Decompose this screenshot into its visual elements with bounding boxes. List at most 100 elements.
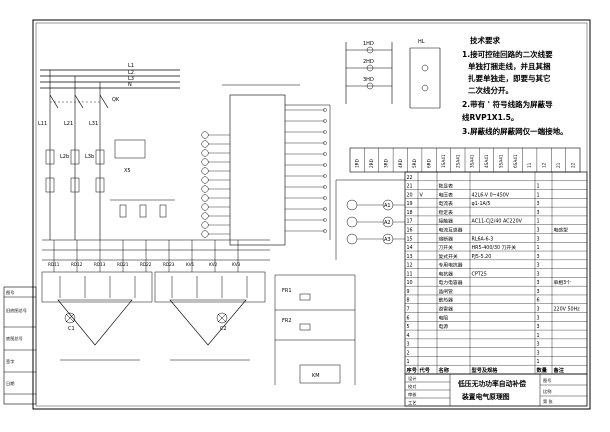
parts-cell-qty: 3: [537, 254, 540, 260]
parts-cell-note: 220V 50Hz: [554, 307, 581, 313]
thyristor-label: RD23: [163, 262, 175, 267]
terminal-header-label: 4RD: [398, 159, 403, 168]
capacitor-label: C2: [220, 326, 227, 332]
bus-label: L3: [128, 76, 134, 82]
qk-label: QK: [112, 97, 120, 103]
terminal-header-label: 4SA41: [484, 154, 489, 168]
parts-col-header: 序号: [407, 366, 417, 374]
parts-cell-qty: 3: [537, 210, 540, 216]
notes-line: 3.屏蔽线的屏蔽网仅一端接地。: [462, 126, 568, 136]
parts-cell-spec: RL6A-6-3: [472, 236, 494, 242]
pin-terminal: [323, 163, 327, 167]
thyristor-module-right: C2: [154, 271, 266, 361]
title-block-cell: 第 张: [543, 398, 554, 405]
terminal-header-label: 1RD: [355, 159, 360, 168]
thyristor-module-left: C1: [41, 271, 153, 361]
terminal-circle: [201, 212, 209, 220]
parts-cell-spec: AC11-CJ2/40 AC220V: [472, 219, 523, 225]
terminal-header-label: 11: [527, 162, 532, 168]
main-bus: L1 L2 L3 N: [40, 63, 180, 89]
terminal-header-label: 6RD: [427, 159, 432, 168]
pin-terminal: [323, 108, 327, 112]
left-strip-cell: 旧底图总号: [6, 307, 27, 314]
parts-col-header: 型号及规格: [472, 366, 499, 374]
meter-label: A1: [384, 203, 391, 209]
parts-cell-qty: 1: [537, 333, 540, 339]
parts-cell-qty: 3: [537, 236, 540, 242]
terminal-circle: [201, 167, 209, 175]
parts-cell-qty: 3: [537, 280, 540, 286]
title-block-cell: 设计: [408, 375, 416, 382]
parts-cell-qty: 1: [537, 184, 540, 190]
terminal-circle: [201, 221, 209, 229]
parts-cell-no: 15: [407, 236, 413, 242]
parts-cell-spec: φ1-1A/5: [472, 201, 491, 207]
lamp-label: HL: [418, 39, 425, 45]
parts-cell-no: 22: [407, 175, 413, 181]
parts-cell-no: 9: [407, 289, 410, 295]
parts-col-header: 数量: [537, 366, 548, 374]
thyristor-label: RD22: [140, 262, 152, 267]
pin-terminal: [323, 207, 327, 211]
parts-cell-name: 电源: [439, 323, 449, 330]
parts-cell-qty: 3: [537, 263, 540, 269]
lamp-label: 1HD: [363, 41, 374, 47]
terminal-header-label: 22: [570, 162, 575, 168]
notes-line: 二次线分开。: [468, 85, 513, 95]
parts-col-header: 备注: [553, 366, 565, 374]
technical-notes: 技术要求 1.接可控硅回路的二次线要 单独打捆走线，并且其捆 扎要单独走，即要与…: [462, 35, 568, 136]
title-block-cell: 审核: [408, 391, 417, 398]
parts-cell-qty: 3: [537, 201, 540, 207]
capacitor-label: C1: [68, 326, 75, 332]
parts-cell-qty: 6: [537, 298, 540, 304]
parts-cell-name: 电流互感器: [439, 226, 463, 233]
terminal-header-label: 1SA41: [441, 154, 446, 168]
left-strip-cell: 图号: [6, 290, 14, 296]
title-block: 设计 校对 审核 工艺 低压无功功率自动补偿 装置电气原理图 图号 比例 第 张: [404, 373, 588, 407]
parts-cell-name: 接触器: [439, 218, 454, 225]
parts-cell-name: 稳定表: [439, 209, 454, 216]
notes-line: 2.带有 ' 符号线路为屏蔽导: [462, 99, 553, 109]
parts-cell-no: 7: [407, 307, 410, 313]
pin-terminal: [323, 196, 327, 200]
meter-label: A2: [384, 220, 391, 226]
terminal-circle: [201, 140, 209, 148]
parts-cell-qty: 3: [537, 289, 540, 295]
parts-cell-qty: 3: [537, 324, 540, 330]
terminal-circle: [201, 230, 209, 238]
parts-cell-qty: 3: [537, 342, 540, 348]
parts-cell-name: 专用电抗器: [439, 262, 463, 269]
parts-cell-no: 13: [407, 254, 413, 260]
parts-cell-no: 4: [407, 333, 410, 339]
thyristor-label: RD13: [94, 262, 106, 267]
notes-line: 扎要单独走，即要与其它: [468, 73, 551, 83]
terminal-circle: [201, 203, 209, 211]
notes-line: 线RVP1X1.5。: [462, 112, 518, 122]
parts-cell-spec: PJ5-5.20: [472, 254, 492, 260]
parts-cell-no: 14: [407, 245, 413, 251]
terminal-header-label: 3SA41: [470, 154, 475, 168]
bus-label: L2: [128, 70, 134, 76]
parts-cell-no: 18: [407, 210, 413, 216]
fuse-label: L2b: [60, 154, 69, 160]
terminal-header-label: 5RD: [412, 159, 417, 168]
parts-cell-sym: V: [420, 192, 424, 198]
terminal-circle: [201, 176, 209, 184]
parts-cell-no: 16: [407, 227, 413, 233]
parts-cell-no: 11: [407, 271, 413, 277]
pin-terminal: [323, 119, 327, 123]
terminal-header-label: 12: [542, 162, 547, 168]
terminal-circle: [201, 185, 209, 193]
terminal-column: [201, 131, 230, 238]
parts-col-header: 代号: [419, 366, 430, 374]
bus-label: L1: [128, 63, 134, 69]
parts-cell-note: 单相3个: [554, 279, 572, 286]
parts-cell-name: 电阻: [439, 314, 449, 321]
title-block-cell: 校对: [408, 383, 416, 390]
left-strip-cell: 底图总号: [6, 335, 23, 342]
parts-cell-no: 6: [407, 315, 410, 321]
x5-label: X5: [124, 168, 131, 174]
